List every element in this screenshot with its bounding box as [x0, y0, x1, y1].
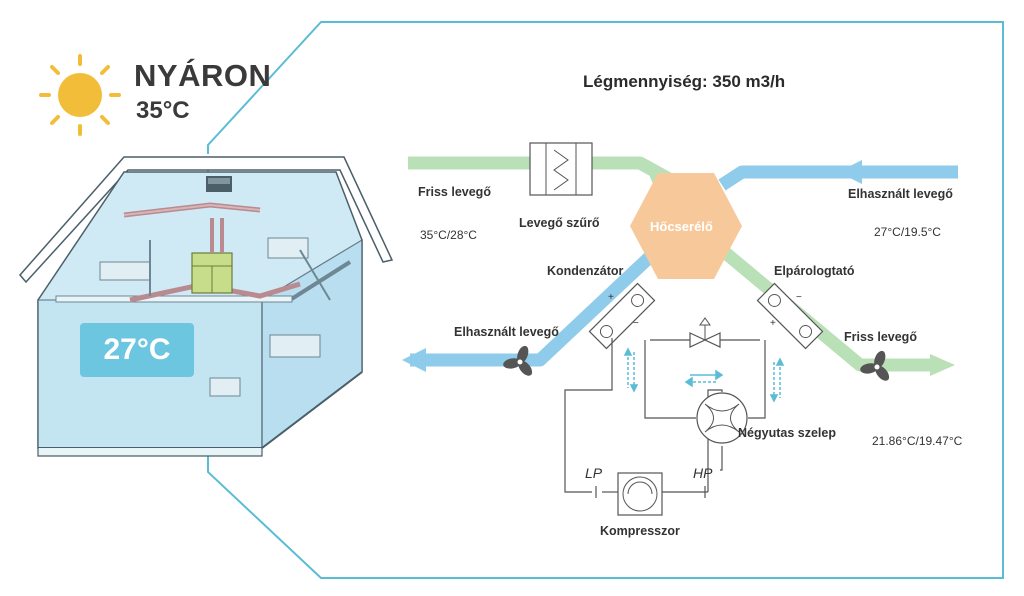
- season-title: NYÁRON: [134, 58, 272, 93]
- condenser-coil: [588, 282, 656, 350]
- four-way-valve-label: Négyutas szelep: [738, 426, 836, 440]
- fresh-air-in-temp: 35°C/28°C: [420, 228, 477, 242]
- compressor-label: Kompresszor: [600, 524, 680, 538]
- low-pressure-label: LP: [585, 465, 603, 481]
- svg-text:−: −: [633, 318, 639, 329]
- fresh-air-out-label: Friss levegő: [844, 330, 917, 344]
- svg-text:+: +: [770, 318, 776, 329]
- indoor-temperature: 27°C: [103, 333, 171, 366]
- exhaust-air-stream: [402, 160, 958, 372]
- fresh-air-in-label: Friss levegő: [418, 185, 491, 199]
- evaporator-coil: [756, 282, 824, 350]
- high-pressure-label: HP: [693, 465, 713, 481]
- heat-exchanger-label: Hőcserélő: [650, 219, 713, 234]
- indoor-temperature-badge: 27°C: [80, 323, 194, 377]
- evaporator-label: Elpárologtató: [774, 264, 855, 278]
- refrigerant-piping: [564, 338, 766, 498]
- flow-indicators: [623, 347, 785, 403]
- compressor-icon: [617, 472, 663, 516]
- exhaust-in-label: Elhasznált levegő: [848, 187, 953, 201]
- condenser-label: Kondenzátor: [547, 264, 624, 278]
- svg-text:−: −: [796, 292, 802, 303]
- exhaust-fan-icon: [503, 345, 533, 376]
- outdoor-temperature: 35°C: [136, 97, 190, 124]
- exhaust-out-label: Elhasznált levegő: [454, 325, 559, 339]
- filter-label: Levegő szűrő: [519, 216, 600, 230]
- detail-frame: [207, 21, 1004, 579]
- expansion-valve: [689, 317, 721, 348]
- svg-text:+: +: [608, 292, 614, 303]
- house-illustration: [17, 154, 395, 457]
- heat-exchanger-hexagon: [630, 173, 742, 279]
- air-volume-label: Légmennyiség: 350 m3/h: [583, 72, 786, 91]
- air-filter-box: [529, 142, 593, 196]
- fresh-air-out-temp: 21.86°C/19.47°C: [872, 434, 963, 448]
- fresh-air-fan-icon: [860, 350, 890, 381]
- exhaust-in-temp: 27°C/19.5°C: [874, 225, 941, 239]
- sun-icon: [39, 54, 121, 136]
- four-way-valve-icon: [696, 392, 748, 444]
